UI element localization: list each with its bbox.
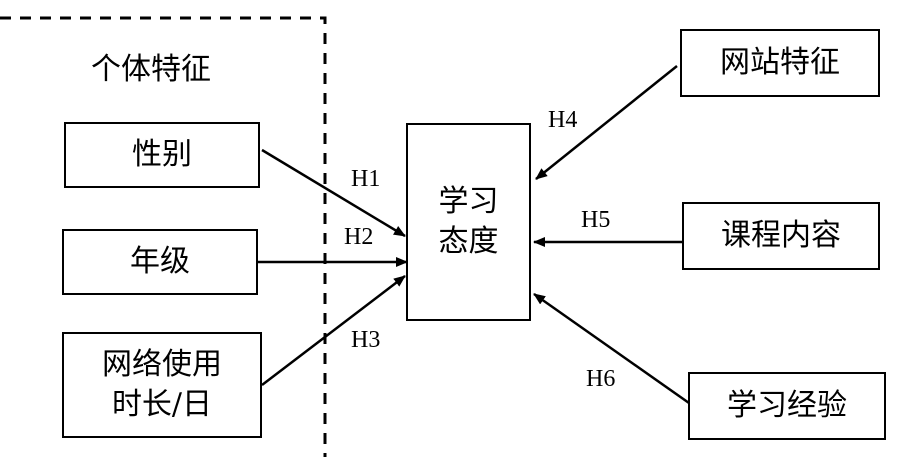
node-learning-experience: 学习经验 — [688, 372, 886, 440]
node-learning-attitude: 学习 态度 — [406, 123, 531, 321]
label-h5: H5 — [581, 207, 611, 233]
node-grade: 年级 — [62, 229, 258, 295]
individual-traits-title: 个体特征 — [91, 52, 211, 87]
label-h4: H4 — [548, 107, 578, 133]
node-usage-label-line2: 时长/日 — [111, 387, 213, 422]
node-attitude-label-line2: 态度 — [438, 224, 499, 259]
node-usage-label-line1: 网络使用 — [102, 347, 222, 382]
node-website-label: 网站特征 — [720, 45, 840, 80]
arrow-usage-to-attitude — [261, 275, 406, 386]
label-h6: H6 — [586, 366, 616, 392]
node-website-features: 网站特征 — [680, 29, 880, 97]
arrow-website-to-attitude — [535, 65, 678, 180]
node-gender-label: 性别 — [132, 137, 192, 172]
label-h1: H1 — [351, 166, 381, 192]
label-h2: H2 — [344, 224, 374, 250]
label-h3: H3 — [351, 327, 381, 353]
node-attitude-label-line1: 学习 — [438, 184, 499, 219]
node-experience-label: 学习经验 — [727, 388, 847, 423]
node-course-label: 课程内容 — [721, 218, 841, 253]
node-course-content: 课程内容 — [682, 202, 880, 270]
individual-traits-boundary — [0, 16, 327, 457]
node-grade-label: 年级 — [130, 244, 190, 279]
node-usage-duration: 网络使用 时长/日 — [62, 332, 262, 438]
arrow-experience-to-attitude — [533, 292, 690, 405]
node-gender: 性别 — [64, 122, 260, 188]
arrow-gender-to-attitude — [261, 148, 406, 238]
